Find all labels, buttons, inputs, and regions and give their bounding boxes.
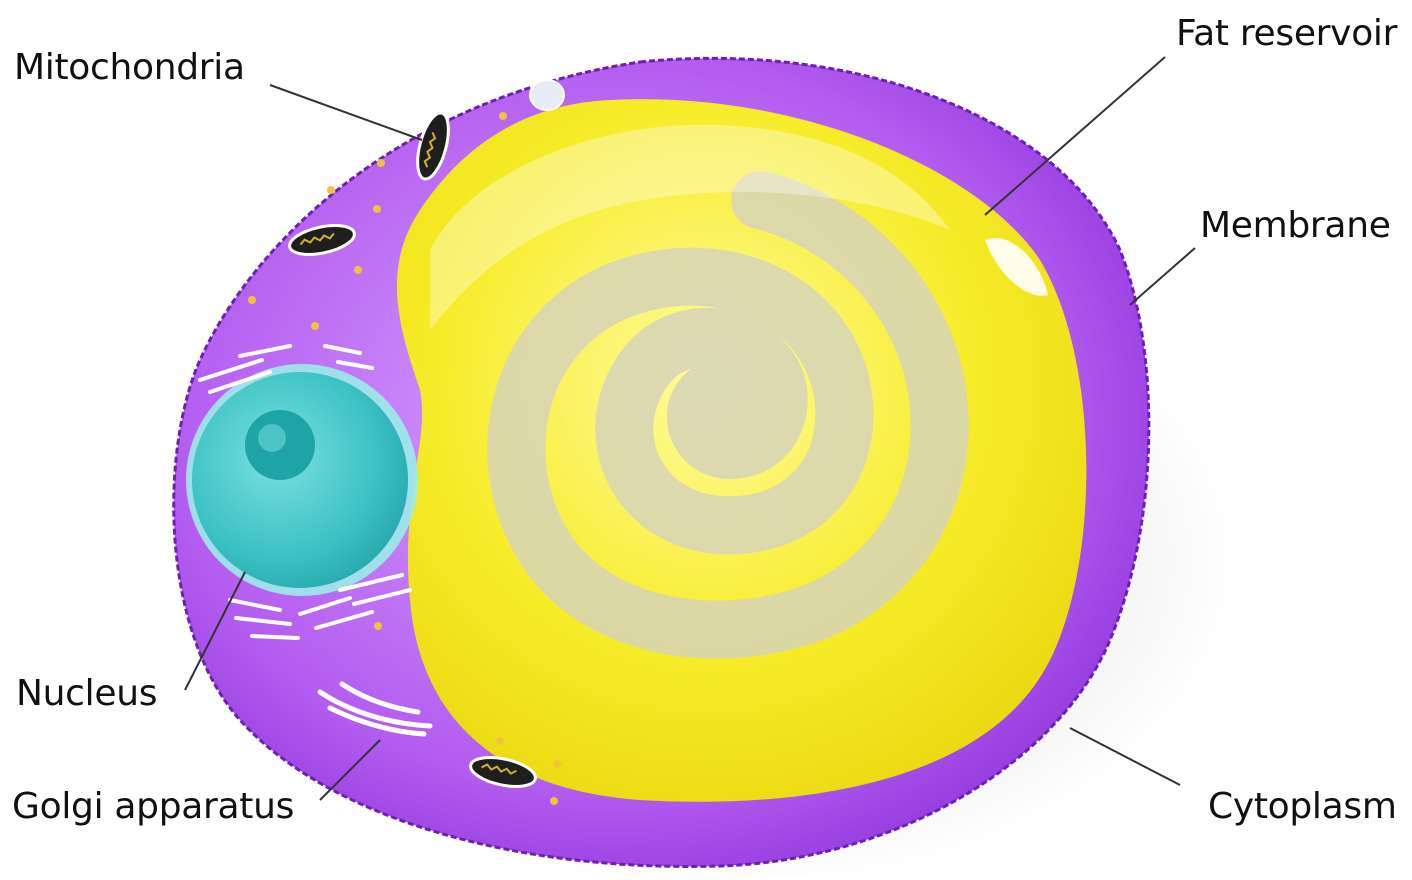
leader-mitochondria xyxy=(270,85,422,140)
vesicle xyxy=(530,80,564,110)
nucleus xyxy=(186,364,418,596)
leader-membrane xyxy=(1130,248,1195,305)
label-mitochondria: Mitochondria xyxy=(14,50,245,86)
label-nucleus: Nucleus xyxy=(16,676,157,712)
label-fat-reservoir: Fat reservoir xyxy=(1176,16,1397,52)
label-membrane: Membrane xyxy=(1200,208,1391,244)
label-golgi-apparatus: Golgi apparatus xyxy=(12,789,294,825)
label-cytoplasm: Cytoplasm xyxy=(1208,789,1397,825)
